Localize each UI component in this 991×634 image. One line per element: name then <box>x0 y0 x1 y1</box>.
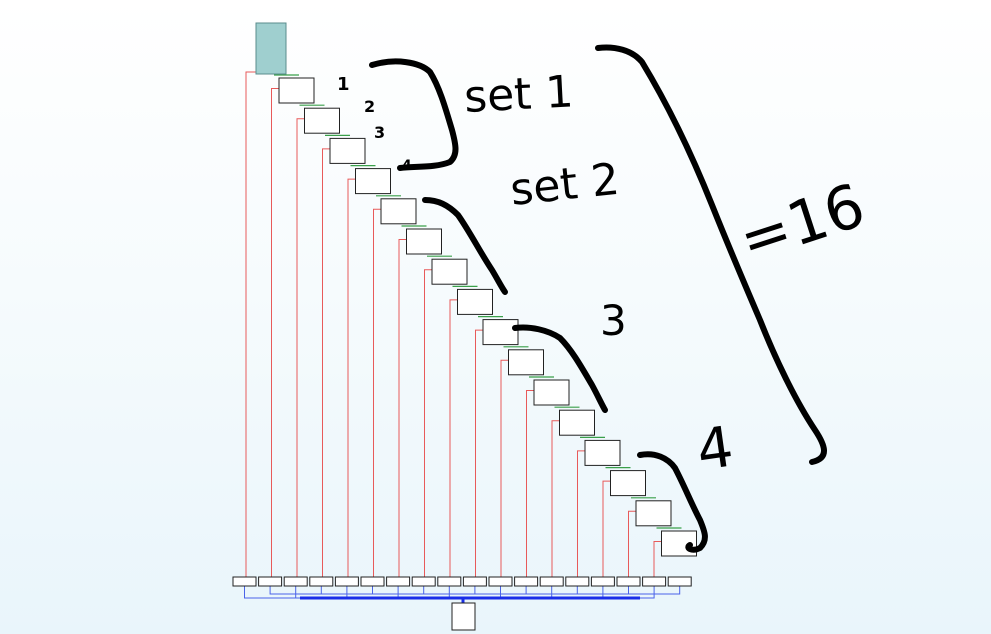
blue-connector <box>463 586 578 595</box>
tree-node <box>610 470 646 497</box>
leaf-node <box>232 576 257 587</box>
leaf-node <box>411 576 436 587</box>
leaf-node <box>309 576 334 587</box>
blue-connector <box>269 586 463 595</box>
leaf-node <box>565 576 590 587</box>
leaf-node <box>642 576 667 587</box>
red-connector <box>551 420 572 577</box>
bottom-row-nodes <box>232 576 692 587</box>
blue-connector <box>463 586 501 599</box>
red-connector <box>577 450 598 577</box>
final-node <box>451 602 476 631</box>
red-connector <box>398 239 419 577</box>
mini-label-3: 3 <box>374 123 385 142</box>
red-connector <box>424 269 445 577</box>
tree-node <box>329 137 366 164</box>
blue-connector <box>346 586 463 599</box>
tree-node <box>406 228 442 255</box>
mini-label-4: 4 <box>402 158 412 174</box>
leaf-node <box>514 576 539 587</box>
label-set1: set 1 <box>463 66 575 123</box>
blue-connector <box>463 586 681 595</box>
leaf-node <box>462 576 487 587</box>
mini-label-2: 2 <box>364 97 375 116</box>
leaf-node <box>360 576 385 587</box>
tree-node <box>559 409 595 436</box>
blue-connector <box>423 586 463 595</box>
blue-connector <box>244 586 463 599</box>
leaf-node <box>590 576 615 587</box>
root-node <box>255 22 287 75</box>
blue-bus <box>300 596 640 603</box>
red-connector <box>449 299 470 577</box>
tree-node <box>431 258 468 285</box>
tree-node <box>278 77 315 104</box>
brace-total <box>595 44 827 465</box>
label-set2: set 2 <box>508 154 622 216</box>
brace-set4 <box>637 451 708 553</box>
red-connector <box>500 359 521 577</box>
tree-node <box>635 500 672 527</box>
blue-connector <box>320 586 463 595</box>
green-connector-lines <box>274 74 682 529</box>
label-set3: 3 <box>600 296 627 345</box>
leaf-node <box>386 576 411 587</box>
tree-node <box>584 439 621 466</box>
red-connector <box>296 118 317 577</box>
leaf-node <box>488 576 513 587</box>
blue-connector <box>463 586 629 595</box>
leaf-node <box>258 576 283 587</box>
red-connector <box>526 390 547 577</box>
tree-node <box>380 198 417 225</box>
label-total: =16 <box>731 171 873 277</box>
red-connector <box>347 178 368 577</box>
leaf-node <box>334 576 359 587</box>
tree-node <box>304 107 340 134</box>
leaf-node <box>616 576 641 587</box>
blue-connector <box>463 586 476 595</box>
tree-node <box>533 379 570 406</box>
blue-connector-lines <box>244 586 681 603</box>
leaf-node <box>437 576 462 587</box>
blue-connector <box>397 586 463 599</box>
brace-set2 <box>422 197 508 295</box>
handwriting-annotations: set 1 set 2 3 4 =16 1 2 3 4 <box>337 44 873 553</box>
staircase-nodes <box>278 77 697 557</box>
red-connector <box>373 208 394 577</box>
red-connector <box>271 88 292 577</box>
label-set4: 4 <box>693 415 737 484</box>
blue-connector <box>463 586 655 599</box>
red-connector <box>475 329 496 577</box>
brace-set1 <box>369 58 459 171</box>
red-connector <box>322 148 343 577</box>
leaf-node <box>283 576 308 587</box>
tree-node <box>482 319 519 346</box>
blue-connector <box>448 586 463 599</box>
leaf-node <box>539 576 564 587</box>
blue-connector <box>295 586 463 599</box>
blue-connector <box>463 586 604 599</box>
tree-node <box>355 168 391 195</box>
tree-node <box>457 288 493 315</box>
blue-connector <box>463 586 553 599</box>
tree-node <box>508 349 544 376</box>
red-connector <box>245 71 266 577</box>
mini-label-1: 1 <box>337 74 350 95</box>
blue-connector <box>463 586 527 595</box>
leaf-node <box>667 576 692 587</box>
brace-set3 <box>512 324 608 413</box>
